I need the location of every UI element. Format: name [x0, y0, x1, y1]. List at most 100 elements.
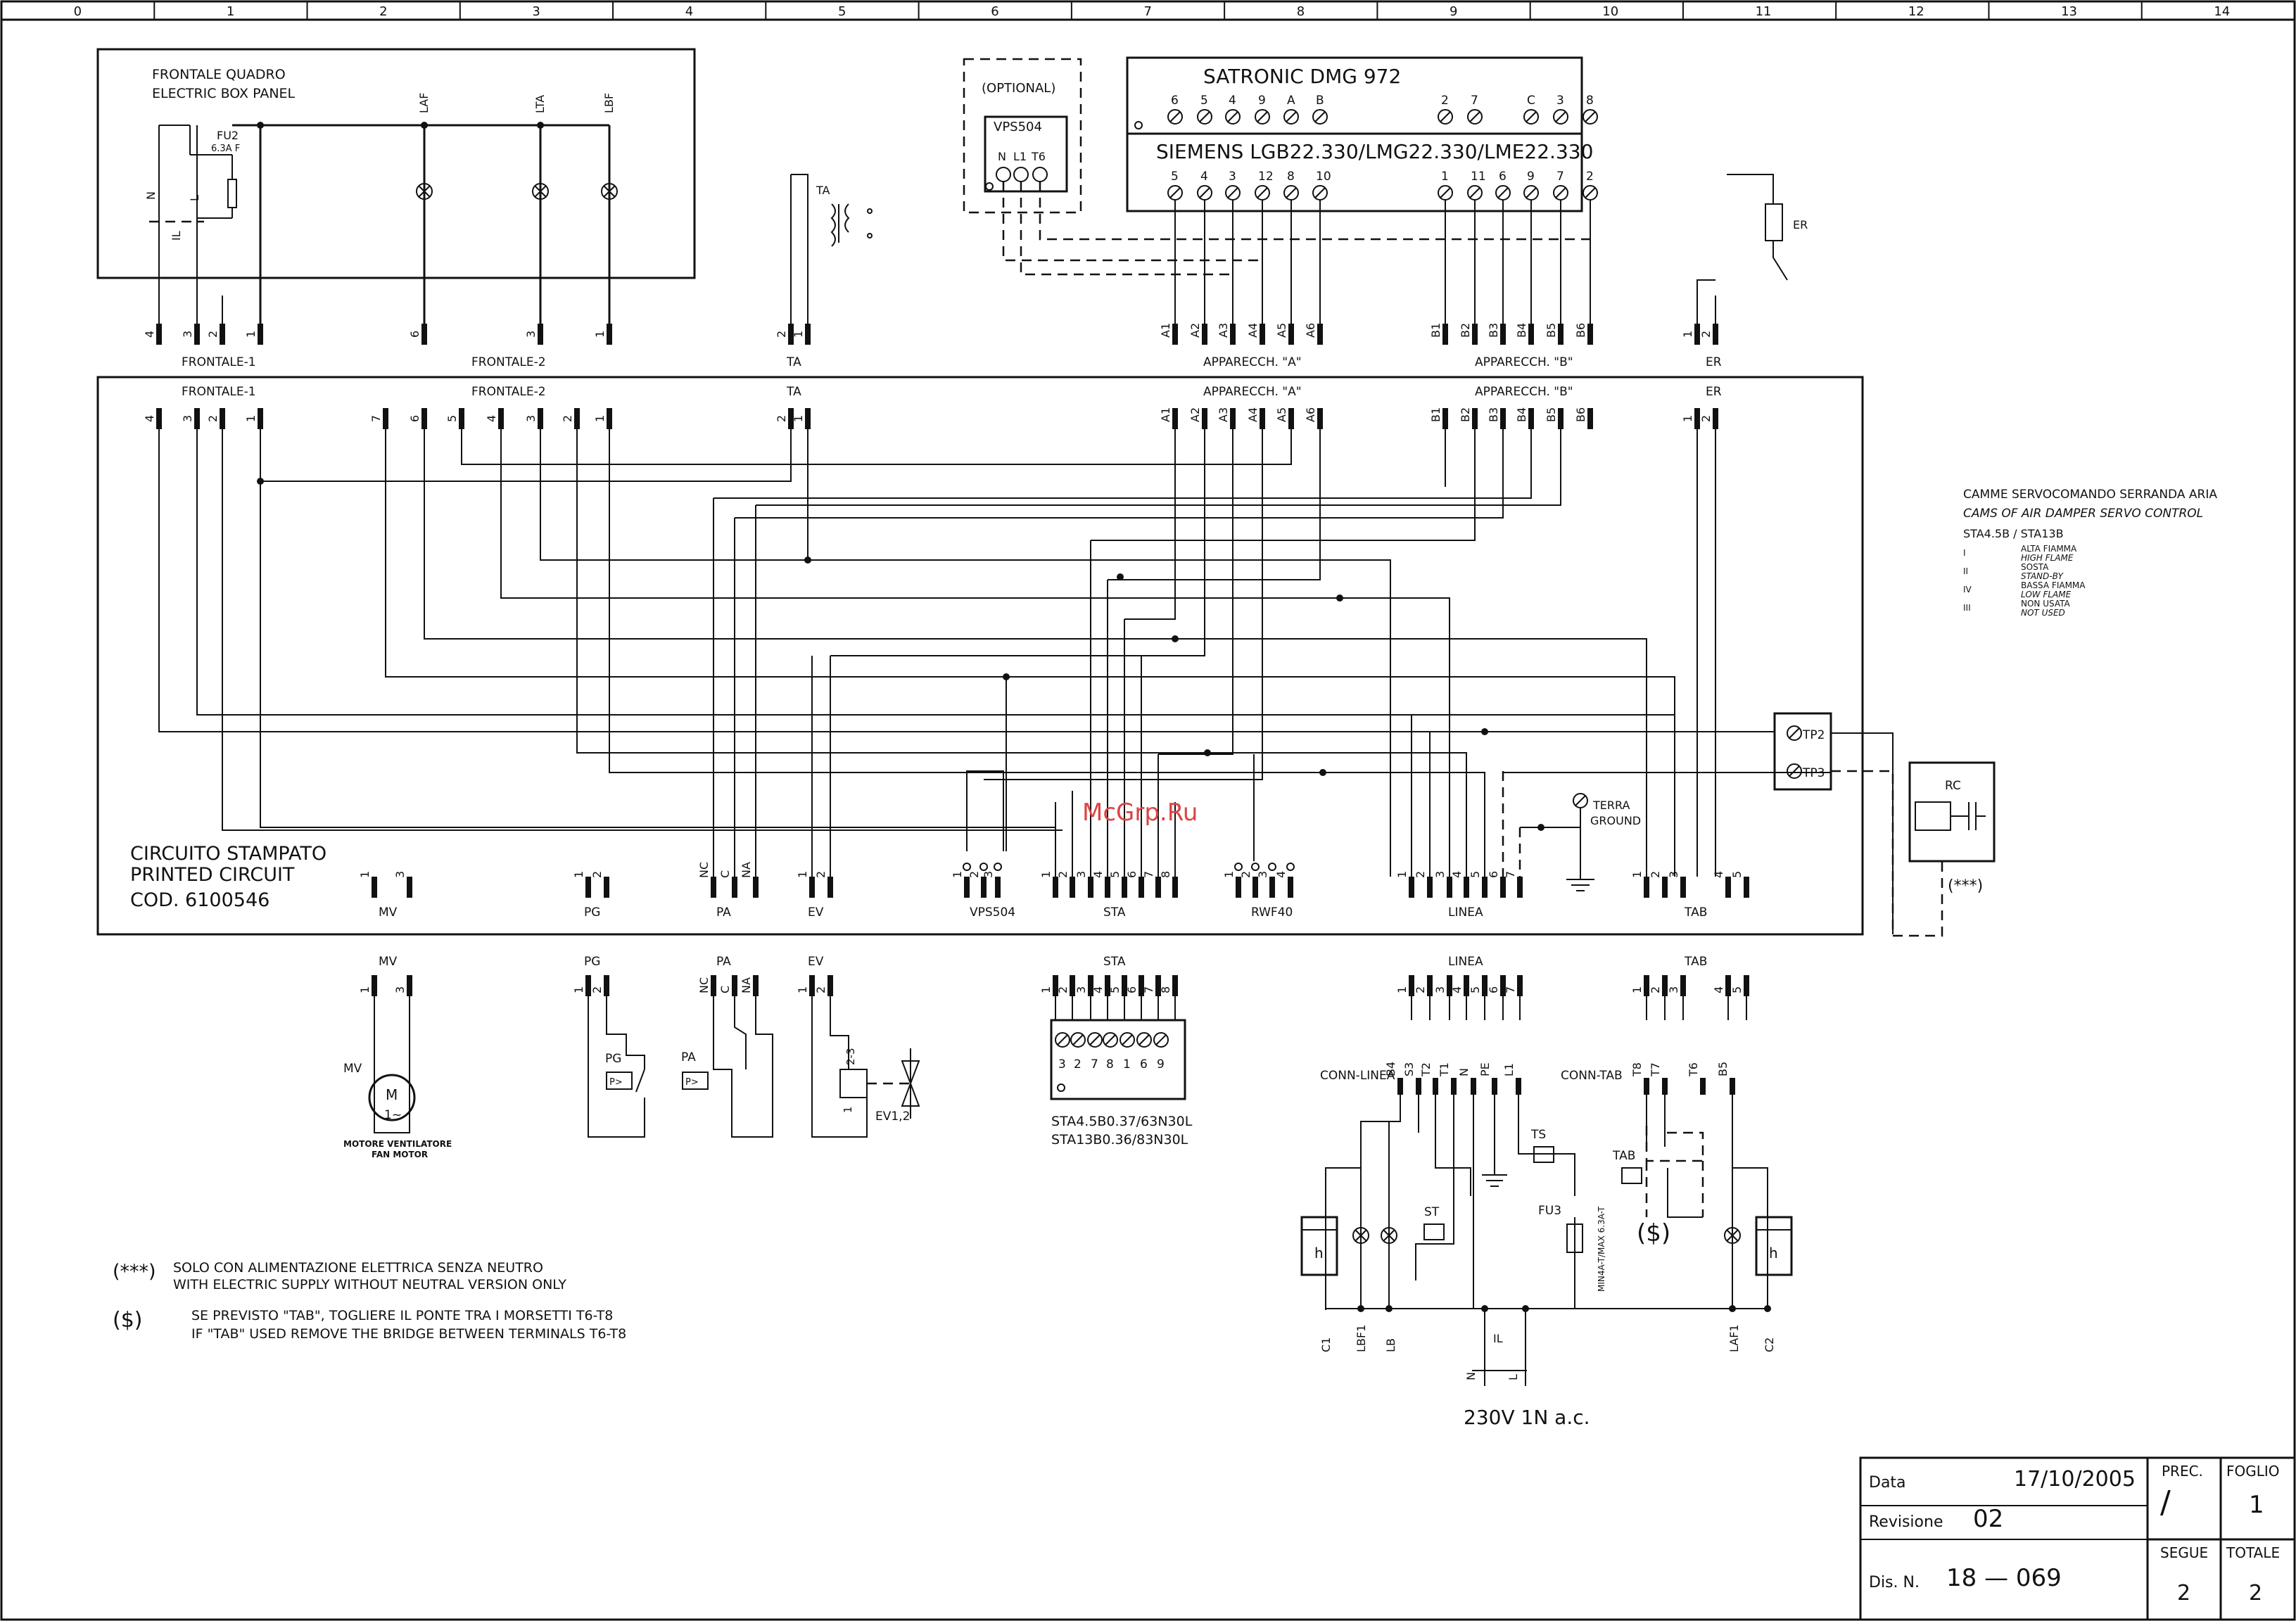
lower-ev-pin-label: 1	[796, 986, 809, 993]
pcb-bottom-linea-pin	[1464, 877, 1469, 898]
controller-terminal-label: 12	[1258, 170, 1274, 184]
upper-appB-pin-label: B1	[1429, 323, 1442, 338]
pcb-bottom-rwf-pin-label: 2	[1239, 871, 1252, 878]
pcb-bottom-rwf-pin	[1288, 877, 1293, 898]
optional-link	[1039, 182, 1590, 241]
controller-terminal-label: 9	[1258, 94, 1266, 108]
vps504-label: VPS504	[994, 120, 1042, 134]
sta-terminal-label: 7	[1091, 1057, 1098, 1072]
lower-pa-pin	[753, 975, 759, 996]
pcb-bottom-pa-pin-label: C	[718, 870, 732, 878]
lower-linea-pin-label: 3	[1433, 986, 1447, 993]
line-wire	[1415, 1095, 1454, 1280]
er-top-label: ER	[1793, 218, 1808, 231]
pcb-bottom-rwf-pin-label: 3	[1256, 871, 1269, 878]
conn-tab-pin	[1700, 1078, 1706, 1095]
pcb-top-frontale1-pin	[194, 408, 200, 429]
conn-linea-pin-label: T2	[1419, 1062, 1433, 1077]
lower-mv-pin	[407, 975, 412, 996]
conn-linea-pin-label: T1	[1438, 1062, 1451, 1077]
upper-appA-pin	[1288, 324, 1294, 345]
pcb-bottom-rwf-pin-label: 1	[1222, 871, 1236, 878]
lamp-cross	[1726, 1229, 1739, 1242]
upper-ta-pin	[788, 324, 794, 345]
pcb-trace	[461, 429, 1292, 465]
pcb-bottom-tab-pin	[1680, 877, 1686, 898]
upper-ta-pin-label: 2	[775, 331, 788, 338]
fu3-label: FU3	[1538, 1204, 1561, 1218]
pcb-bottom-linea-label: LINEA	[1448, 905, 1483, 920]
conn-linea-pin-label: S3	[1402, 1062, 1416, 1076]
junction-dot	[1319, 769, 1326, 776]
pcb-bottom-linea-pin-label: 4	[1450, 871, 1464, 878]
pcb-bottom-pg-label: PG	[584, 905, 600, 920]
conn-linea-pin	[1492, 1078, 1497, 1095]
controller-terminal	[1283, 109, 1299, 125]
sta-terminal	[1136, 1032, 1152, 1048]
pcb-bottom-ev-pin-label: 2	[814, 871, 827, 878]
terminal-slash	[1497, 187, 1509, 198]
note1-mark: (***)	[113, 1261, 156, 1283]
burner-controller: SATRONIC DMG 972 SIEMENS LGB22.330/LMG22…	[1126, 56, 1598, 212]
lta-label: LTA	[533, 95, 547, 113]
cam-italian: NON USATA	[2021, 599, 2071, 609]
pcb-traces	[158, 429, 1831, 877]
upper-frontale2-pin-label: 3	[524, 331, 538, 338]
pcb-top-appB-pin	[1528, 408, 1534, 429]
conn-linea-pin-label: PE	[1478, 1062, 1492, 1076]
conn-tab-label: CONN-TAB	[1561, 1069, 1623, 1083]
lower-sta-pin-label: 6	[1125, 986, 1139, 993]
main-switch-l-label: L	[1507, 1374, 1520, 1380]
counter-lead	[1325, 1168, 1768, 1309]
ruler-number: 0	[74, 4, 82, 19]
lower-sta-pin-label: 8	[1159, 986, 1172, 993]
watermark: McGrp.Ru	[1082, 799, 1198, 827]
conn-linea-pin	[1397, 1078, 1403, 1095]
pcb-top-frontale2-pin-label: 3	[524, 415, 538, 422]
pcb-bottom-tab-pin	[1644, 877, 1649, 898]
terminal-slash	[1314, 187, 1326, 198]
pcb-dashed-trace	[1502, 771, 1521, 877]
upper-appA-pin-label: A3	[1217, 323, 1230, 338]
upper-frontale1-pin-label: 1	[244, 331, 258, 338]
upper-frontale2-pin	[421, 324, 427, 345]
pcb-bottom-mv-label: MV	[379, 905, 398, 920]
upper-appA-pin	[1317, 324, 1323, 345]
cam-italian: SOSTA	[2021, 562, 2049, 572]
terminal-slash	[1199, 187, 1210, 198]
upper-appA-pin	[1260, 324, 1265, 345]
pcb-top-appA-pin	[1288, 408, 1294, 429]
revision-label: Revisione	[1869, 1513, 1943, 1531]
upper-appB-pin	[1472, 324, 1478, 345]
pcb-top-frontale1-pin-label: 3	[181, 415, 194, 422]
pcb-top-er-pin	[1694, 408, 1700, 429]
upper-appB-pin-label: B2	[1459, 323, 1472, 338]
pcb-top-frontale2-pin-label: 5	[445, 415, 459, 422]
lower-ev-label: EV	[808, 955, 824, 969]
upper-er-pin-label: 2	[1699, 331, 1713, 338]
note2-mark: ($)	[113, 1308, 143, 1333]
lower-sta-pin	[1053, 975, 1058, 996]
pcb-appa-label: APPARECCH. "A"	[1203, 385, 1302, 399]
sta-terminal-label: 8	[1106, 1057, 1114, 1072]
junction-dot	[1385, 1305, 1393, 1312]
line-wire	[1360, 1095, 1401, 1309]
main-switch-il-label: IL	[1493, 1332, 1503, 1345]
pcb-bottom-sta-pin	[1172, 877, 1178, 898]
pcb-trace	[260, 429, 792, 482]
panel-title-1: FRONTALE QUADRO	[152, 67, 286, 82]
prec-value: /	[2160, 1485, 2171, 1520]
pcb-bottom-vps-label: VPS504	[970, 905, 1015, 920]
pcb-top-frontale2-pin	[574, 408, 580, 429]
pcb-bottom-sta-pin	[1139, 877, 1144, 898]
upper-frontale1-pin-label: 2	[206, 331, 220, 338]
pcb-top-frontale2-pin	[538, 408, 543, 429]
sta-terminal	[1120, 1032, 1135, 1048]
upper-frontale2-pin	[607, 324, 612, 345]
conn-linea-pin	[1451, 1078, 1457, 1095]
upper-appB-pin	[1500, 324, 1506, 345]
pcb-bottom-vps-pin	[964, 877, 970, 898]
